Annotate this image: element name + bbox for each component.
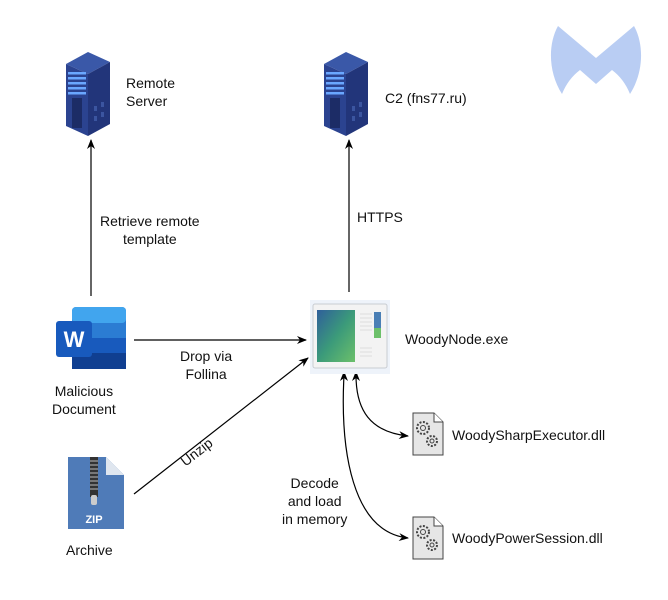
woodynode-label: WoodyNode.exe — [405, 331, 509, 347]
malicious-document-label: Malicious Document — [52, 382, 116, 418]
arrowhead — [340, 371, 348, 381]
malicious-document-label-line2: Document — [52, 401, 116, 417]
https-label: HTTPS — [357, 209, 403, 225]
retrieve-template-label-line2: template — [122, 231, 177, 247]
edge-load-power-session — [342, 374, 409, 542]
archive-label: Archive — [66, 542, 113, 558]
zip-icon-text: ZIP — [85, 514, 102, 526]
decode-load-label-line2: and load — [287, 493, 342, 509]
malwarebytes-logo-icon — [550, 26, 642, 94]
edge-load-sharp-executor — [355, 374, 409, 440]
remote-server-label-line1: Remote — [126, 75, 176, 91]
word-icon: W — [56, 307, 126, 369]
server-icon — [324, 52, 368, 136]
dll-gear-file-icon — [412, 412, 444, 456]
drop-follina-label: Drop via Follina — [180, 347, 232, 383]
decode-load-label-line3: in memory — [282, 511, 348, 527]
word-icon-letter: W — [64, 327, 85, 352]
power-session-label: WoodyPowerSession.dll — [452, 530, 603, 546]
malicious-document-label-line1: Malicious — [54, 383, 114, 399]
drop-follina-label-line2: Follina — [185, 366, 227, 382]
server-icon — [66, 52, 110, 136]
application-window-icon — [310, 300, 390, 374]
arrowhead — [352, 371, 360, 381]
remote-server-label: Remote Server — [126, 74, 175, 110]
remote-server-label-line2: Server — [126, 93, 168, 109]
c2-label: C2 (fns77.ru) — [385, 90, 467, 106]
edge-unzip — [133, 357, 309, 495]
retrieve-template-label-line1: Retrieve remote — [100, 213, 200, 229]
decode-load-label-line1: Decode — [290, 475, 339, 491]
zip-file-icon: ZIP — [68, 457, 124, 529]
dll-gear-file-icon — [412, 516, 444, 560]
sharp-executor-label: WoodySharpExecutor.dll — [452, 427, 606, 443]
retrieve-template-label: Retrieve remote template — [100, 212, 200, 248]
drop-follina-label-line1: Drop via — [180, 348, 233, 364]
decode-load-label: Decode and load in memory — [282, 474, 347, 528]
